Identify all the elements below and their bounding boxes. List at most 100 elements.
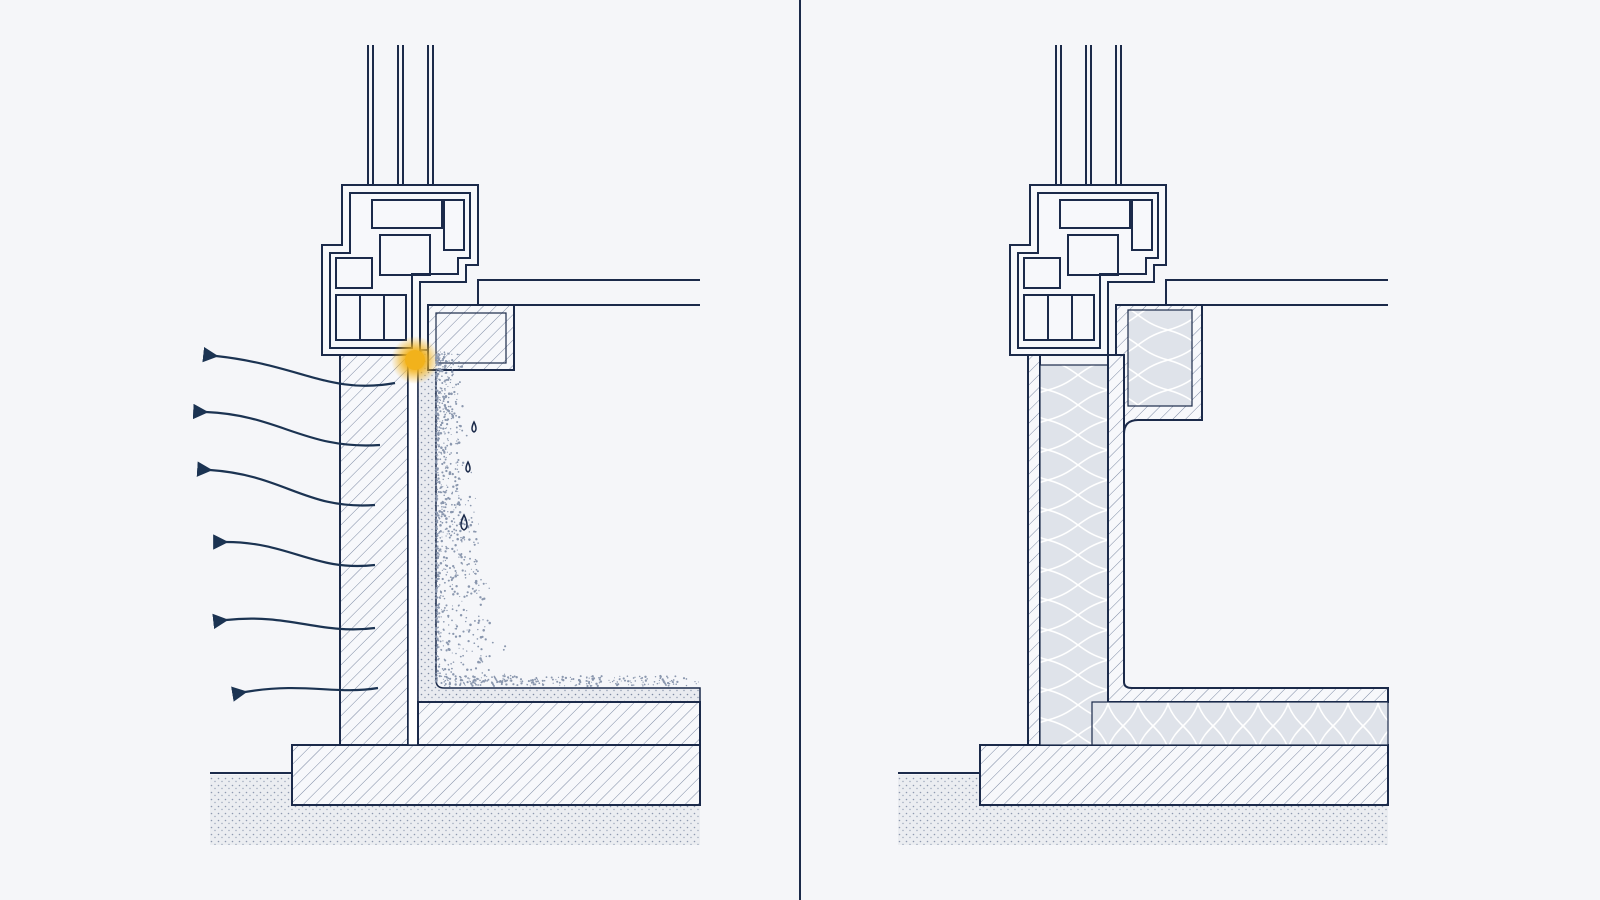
condensation-speck xyxy=(446,466,449,469)
condensation-speck xyxy=(436,540,439,543)
condensation-speck xyxy=(659,677,662,680)
condensation-speck xyxy=(474,579,478,583)
condensation-speck xyxy=(450,379,452,381)
condensation-speck xyxy=(588,680,591,683)
condensation-speck xyxy=(480,578,482,581)
condensation-speck xyxy=(531,679,534,682)
condensation-speck xyxy=(445,408,448,410)
condensation-speck xyxy=(435,577,438,581)
condensation-speck xyxy=(448,682,451,686)
condensation-speck xyxy=(443,362,445,365)
condensation-speck xyxy=(479,603,482,606)
condensation-speck xyxy=(675,683,677,685)
condensation-speck xyxy=(450,413,453,416)
condensation-speck xyxy=(470,668,473,671)
condensation-speck xyxy=(461,537,464,540)
condensation-speck xyxy=(469,504,472,507)
condensation-speck xyxy=(509,680,511,682)
condensation-speck xyxy=(455,572,457,574)
condensation-speck xyxy=(452,517,455,520)
condensation-speck xyxy=(454,574,457,578)
condensation-speck xyxy=(461,429,464,432)
condensation-speck xyxy=(437,477,440,480)
condensation-speck xyxy=(439,360,442,362)
condensation-speck xyxy=(467,500,469,502)
condensation-speck xyxy=(441,577,444,581)
condensation-speck xyxy=(622,677,625,680)
condensation-speck xyxy=(470,516,473,519)
condensation-speck xyxy=(586,677,588,679)
condensation-speck xyxy=(451,374,454,377)
condensation-speck xyxy=(441,521,444,524)
condensation-speck xyxy=(480,648,483,651)
condensation-speck xyxy=(437,674,439,676)
condensation-speck xyxy=(435,593,437,596)
condensation-speck xyxy=(461,405,464,408)
condensation-speck xyxy=(643,683,645,685)
condensation-speck xyxy=(448,377,450,379)
condensation-speck xyxy=(438,616,440,618)
condensation-speck xyxy=(476,570,479,573)
foundation-slab xyxy=(979,744,1389,806)
condensation-speck xyxy=(444,475,446,477)
condensation-drop xyxy=(471,420,477,433)
condensation-speck xyxy=(443,509,446,513)
condensation-speck xyxy=(434,459,438,463)
condensation-speck xyxy=(447,405,450,408)
condensation-speck xyxy=(436,514,439,517)
condensation-speck xyxy=(589,683,591,685)
condensation-speck xyxy=(486,619,489,622)
condensation-speck xyxy=(434,449,438,453)
condensation-speck xyxy=(435,629,438,632)
condensation-speck xyxy=(436,566,439,569)
condensation-speck xyxy=(630,681,632,684)
condensation-speck xyxy=(452,523,454,525)
condensation-speck xyxy=(458,497,460,499)
condensation-speck xyxy=(536,679,538,681)
condensation-speck xyxy=(478,590,480,592)
condensation-speck xyxy=(473,675,476,679)
condensation-speck xyxy=(460,661,462,664)
condensation-speck xyxy=(467,639,470,643)
condensation-speck xyxy=(462,608,465,612)
condensation-speck xyxy=(475,568,478,571)
condensation-speck xyxy=(444,405,447,408)
condensation-speck xyxy=(457,643,460,646)
condensation-speck xyxy=(444,684,446,687)
condensation-speck xyxy=(641,676,644,679)
condensation-speck xyxy=(477,662,479,664)
condensation-speck xyxy=(437,672,439,674)
condensation-speck xyxy=(600,675,603,678)
condensation-speck xyxy=(445,456,447,459)
condensation-speck xyxy=(440,393,442,395)
condensation-drop xyxy=(465,460,471,473)
condensation-speck xyxy=(455,624,457,626)
condensation-speck xyxy=(478,584,480,587)
condensation-speck xyxy=(474,572,476,575)
condensation-speck xyxy=(463,539,466,541)
condensation-speck xyxy=(441,353,443,355)
condensation-speck xyxy=(470,592,473,595)
condensation-speck xyxy=(436,482,439,484)
condensation-speck xyxy=(460,682,462,684)
condensation-speck xyxy=(477,542,479,544)
condensation-speck xyxy=(450,370,454,373)
condensation-speck xyxy=(476,638,479,640)
condensation-speck xyxy=(444,413,447,416)
condensation-speck xyxy=(437,445,441,448)
condensation-speck xyxy=(436,580,439,583)
condensation-speck xyxy=(435,588,437,590)
condensation-speck xyxy=(485,655,488,658)
condensation-speck xyxy=(454,679,456,681)
thermal-bridge-dot xyxy=(405,350,425,370)
condensation-speck xyxy=(473,541,475,544)
condensation-speck xyxy=(640,677,642,680)
condensation-speck xyxy=(436,458,439,461)
condensation-speck xyxy=(443,366,446,370)
condensation-speck xyxy=(471,521,474,524)
condensation-speck xyxy=(435,646,439,649)
condensation-speck xyxy=(447,663,449,666)
condensation-speck xyxy=(447,376,449,378)
condensation-speck xyxy=(487,668,490,672)
condensation-speck xyxy=(455,573,457,575)
